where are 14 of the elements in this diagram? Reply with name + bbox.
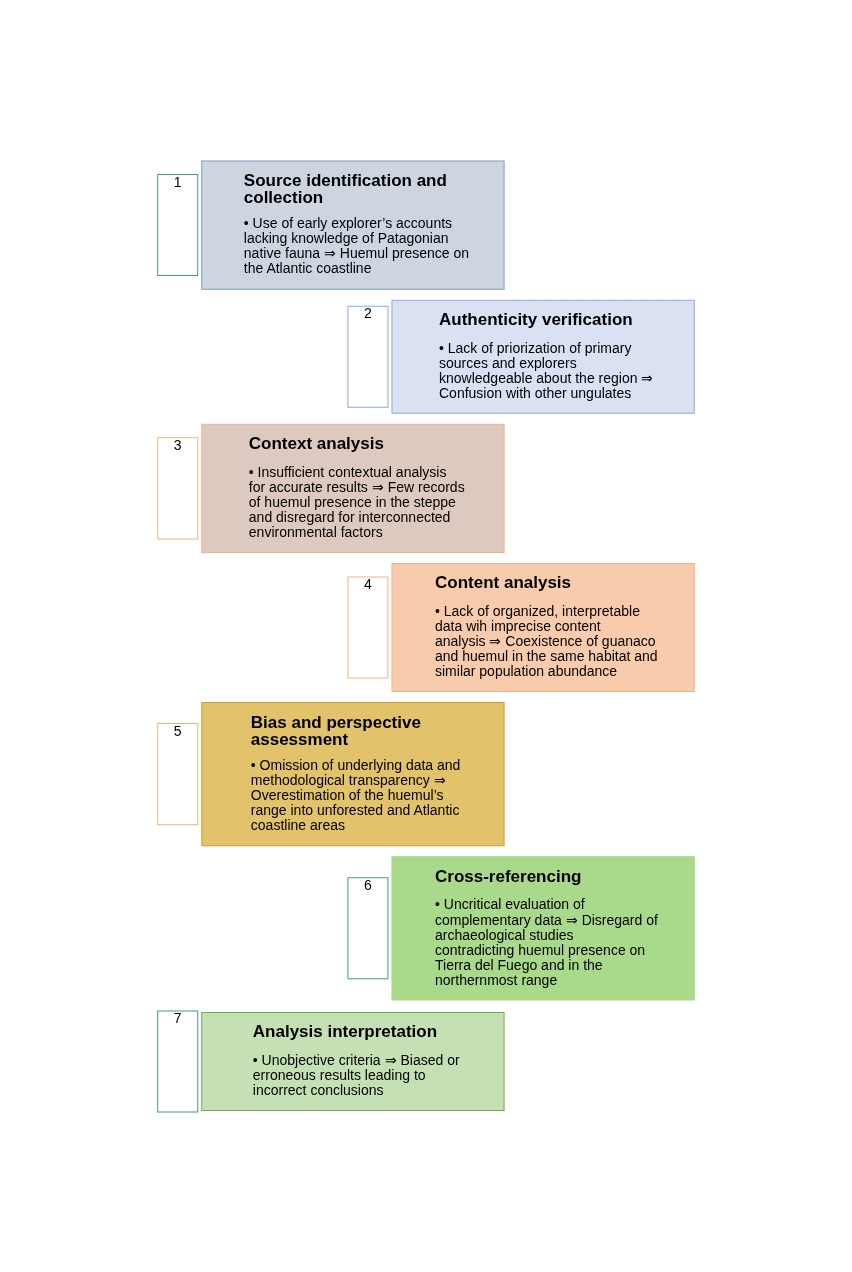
node-box: Source identification and collection • Use of early explorer’s accounts lacking knowledge of Patagonian native fauna ⇒ Huemul presence on the Atlantic coastline xyxy=(201,160,505,290)
node-box: 5 xyxy=(157,722,199,825)
node-box: Bias and perspective assessment • Omission of underlying data and methodological transparency ⇒ Overestimation of the huemul’s range into unforested and Atlantic coastline areas xyxy=(201,701,505,846)
node-box: 6 xyxy=(347,876,389,979)
node-box: 7 xyxy=(157,1009,199,1112)
node-box: Content analysis • Lack of organized, interpretable data wih imprecise content analysis ⇒ Coexistence of guanaco and huemul in the same habitat and similar population abundance xyxy=(391,562,695,692)
node-box: Context analysis • Insufficient contextual analysis for accurate results ⇒ Few records of huemul presence in the steppe and disregard for interconnected environmental factors xyxy=(201,423,505,553)
node-box: 1 xyxy=(157,173,199,276)
node-box: Analysis interpretation • Unobjective criteria ⇒ Biased or erroneous results leading to incorrect conclusions xyxy=(201,1011,505,1111)
node-box: 3 xyxy=(157,436,199,539)
node-box: 4 xyxy=(347,575,389,679)
node-box: Authenticity verification • Lack of priorization of primary sources and explorers knowledgeable about the region ⇒ Confusion with other ungulates xyxy=(391,299,695,414)
node-box: Cross-referencing • Uncritical evaluation of complementary data ⇒ Disregard of archaeological studies contradicting huemul presence on Tierra del Fuego and in the northernmost range xyxy=(391,855,695,1000)
node-box: 2 xyxy=(347,305,389,408)
